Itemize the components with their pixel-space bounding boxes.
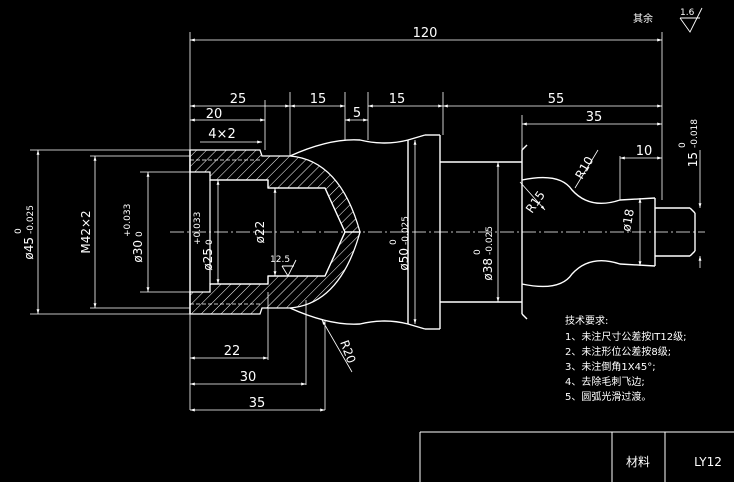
- note-item: 4、去除毛刺飞边;: [565, 375, 645, 388]
- dim-dia50-tol-low: -0.025: [401, 216, 411, 245]
- title-block: [419, 431, 734, 482]
- dim-dia50-tol-up: 0: [389, 239, 399, 245]
- dim-35-right: 35: [586, 110, 603, 125]
- dim-dia25-tol-low: 0: [205, 239, 215, 245]
- dim-dia18: ø18: [619, 208, 637, 233]
- dim-overall-length: 120: [413, 26, 438, 41]
- extension-lines: [30, 32, 663, 410]
- dim-dia50: ø50: [397, 248, 411, 271]
- dim-thread: M42×2: [79, 210, 93, 253]
- title-block-material-label: 材料: [626, 455, 650, 469]
- dim-dia38-tol-up: 0: [473, 249, 483, 255]
- inner-bore: [209, 179, 346, 285]
- surface-finish-value: 1.6: [680, 8, 695, 18]
- dim-dia45-tol-up: 0: [14, 228, 24, 234]
- dim-dia15-tol-up: 0: [678, 142, 688, 148]
- title-block-material-value: LY12: [694, 455, 722, 469]
- notes-title: 技术要求:: [565, 314, 608, 327]
- outer-profile: [189, 134, 696, 330]
- roughness-inner-value: 12.5: [270, 255, 290, 265]
- dim-25: 25: [230, 92, 247, 107]
- dim-r20: R20: [337, 338, 358, 365]
- dim-10: 10: [636, 144, 653, 159]
- dim-5: 5: [353, 106, 361, 121]
- dim-dia30-tol-up: +0.033: [123, 204, 133, 237]
- dim-dia45-tol-low: -0.025: [26, 205, 36, 234]
- dim-dia45: ø45: [22, 237, 36, 260]
- note-item: 2、未注形位公差按8级;: [565, 345, 671, 358]
- dimension-lines: [36, 38, 702, 412]
- dim-chamfer: 4×2: [208, 127, 235, 142]
- dim-r15: R15: [523, 188, 548, 215]
- dim-dia30-tol-low: 0: [135, 231, 145, 237]
- surface-finish-symbol: [679, 7, 703, 33]
- dim-dia38-tol-low: -0.025: [485, 226, 495, 255]
- dim-30: 30: [240, 370, 257, 385]
- dim-dia22: ø22: [253, 221, 267, 244]
- dim-dia30: ø30: [131, 240, 145, 263]
- thread-lines: [190, 159, 262, 305]
- surface-finish-label: 其余: [633, 12, 653, 25]
- dim-55: 55: [548, 92, 565, 107]
- dim-15b: 15: [389, 92, 406, 107]
- dim-dia25-tol-up: +0.033: [193, 212, 203, 245]
- dim-dia15: 15: [686, 152, 700, 167]
- note-item: 3、未注倒角1X45°;: [565, 360, 656, 373]
- note-item: 5、圆弧光滑过渡。: [565, 390, 651, 403]
- dim-22: 22: [224, 344, 241, 359]
- note-item: 1、未注尺寸公差按IT12级;: [565, 330, 687, 343]
- dim-15a: 15: [310, 92, 327, 107]
- dim-35-bottom: 35: [249, 396, 266, 411]
- dim-dia38: ø38: [481, 258, 495, 281]
- roughness-inner-symbol: [281, 259, 297, 277]
- dim-dia15-tol-low: -0.018: [690, 119, 700, 148]
- dim-dia25: ø25: [201, 248, 215, 271]
- dim-20: 20: [206, 107, 223, 122]
